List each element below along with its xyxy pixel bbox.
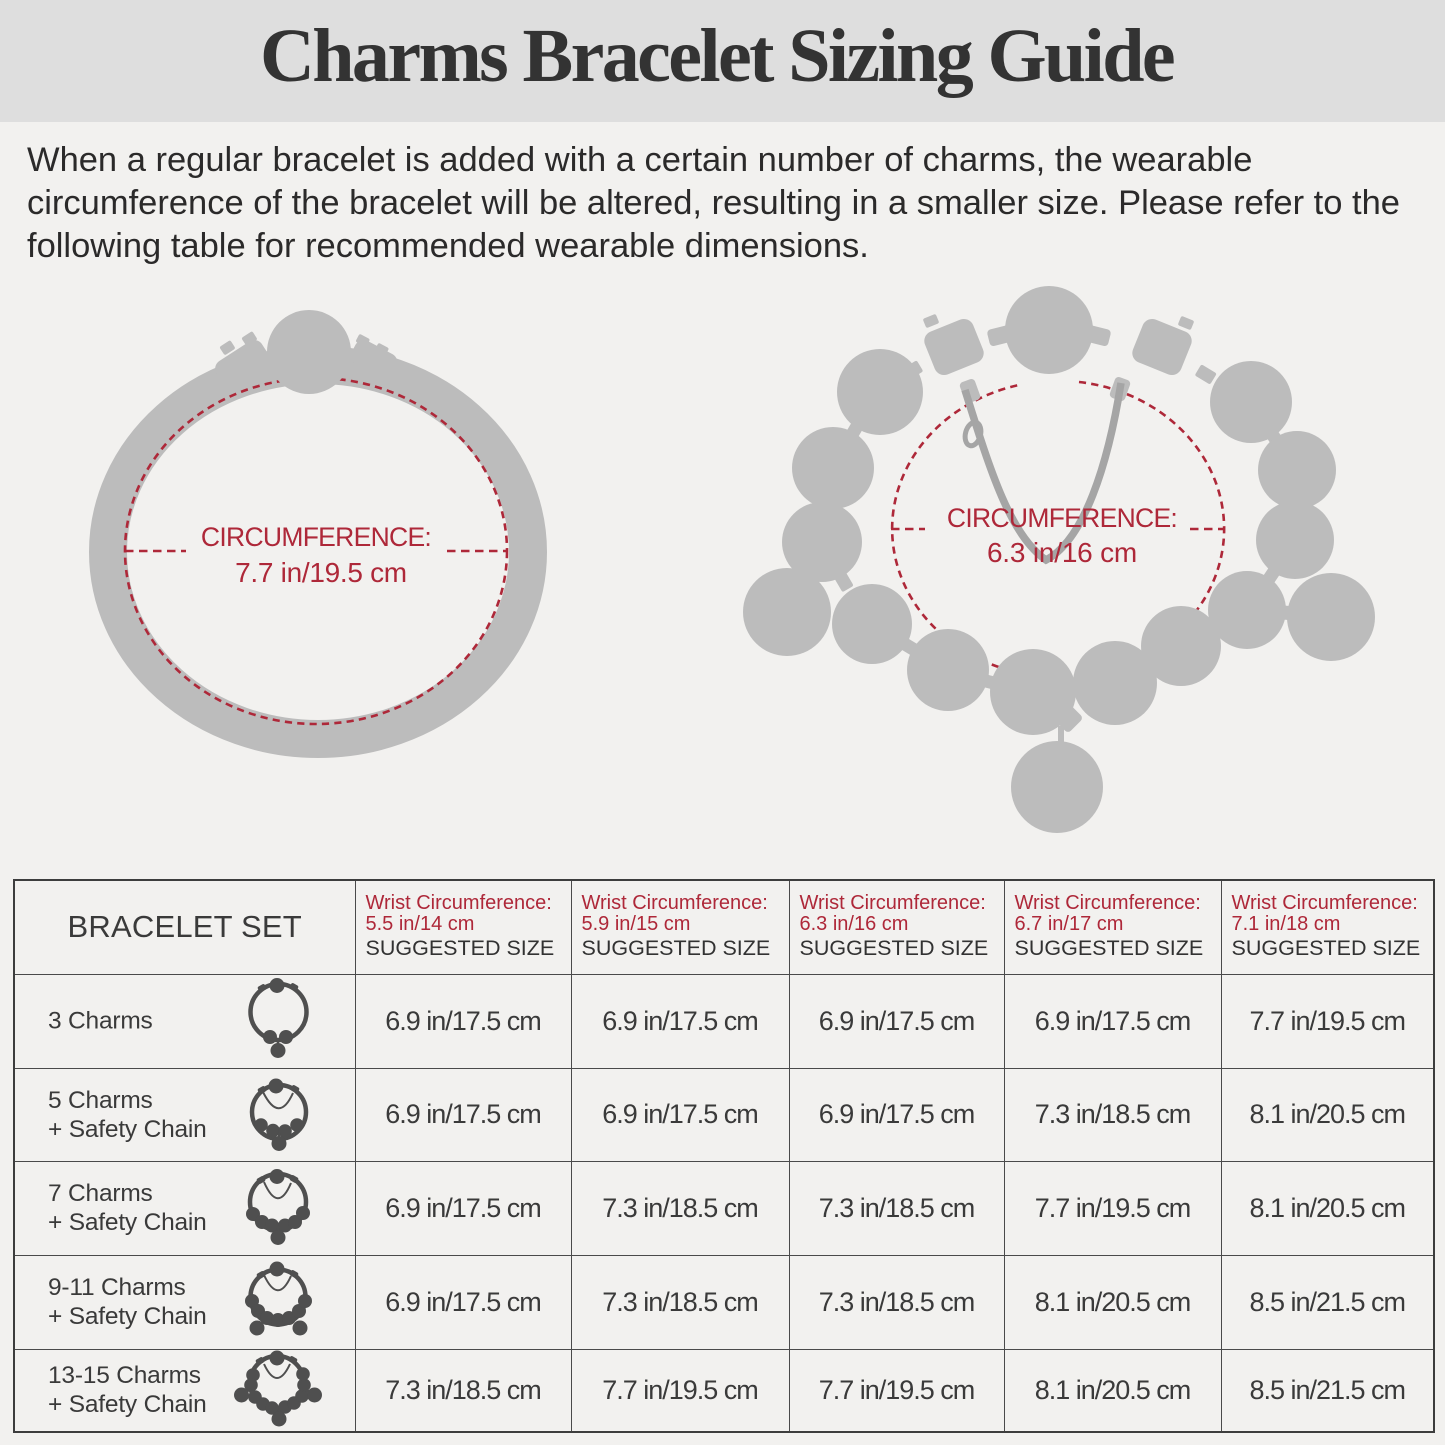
svg-text:7.7 in/19.5 cm: 7.7 in/19.5 cm <box>235 557 407 588</box>
svg-text:CIRCUMFERENCE:: CIRCUMFERENCE: <box>201 522 431 552</box>
svg-text:CIRCUMFERENCE:: CIRCUMFERENCE: <box>947 503 1177 533</box>
svg-text:6.3 in/16 cm: 6.3 in/16 cm <box>987 537 1137 568</box>
